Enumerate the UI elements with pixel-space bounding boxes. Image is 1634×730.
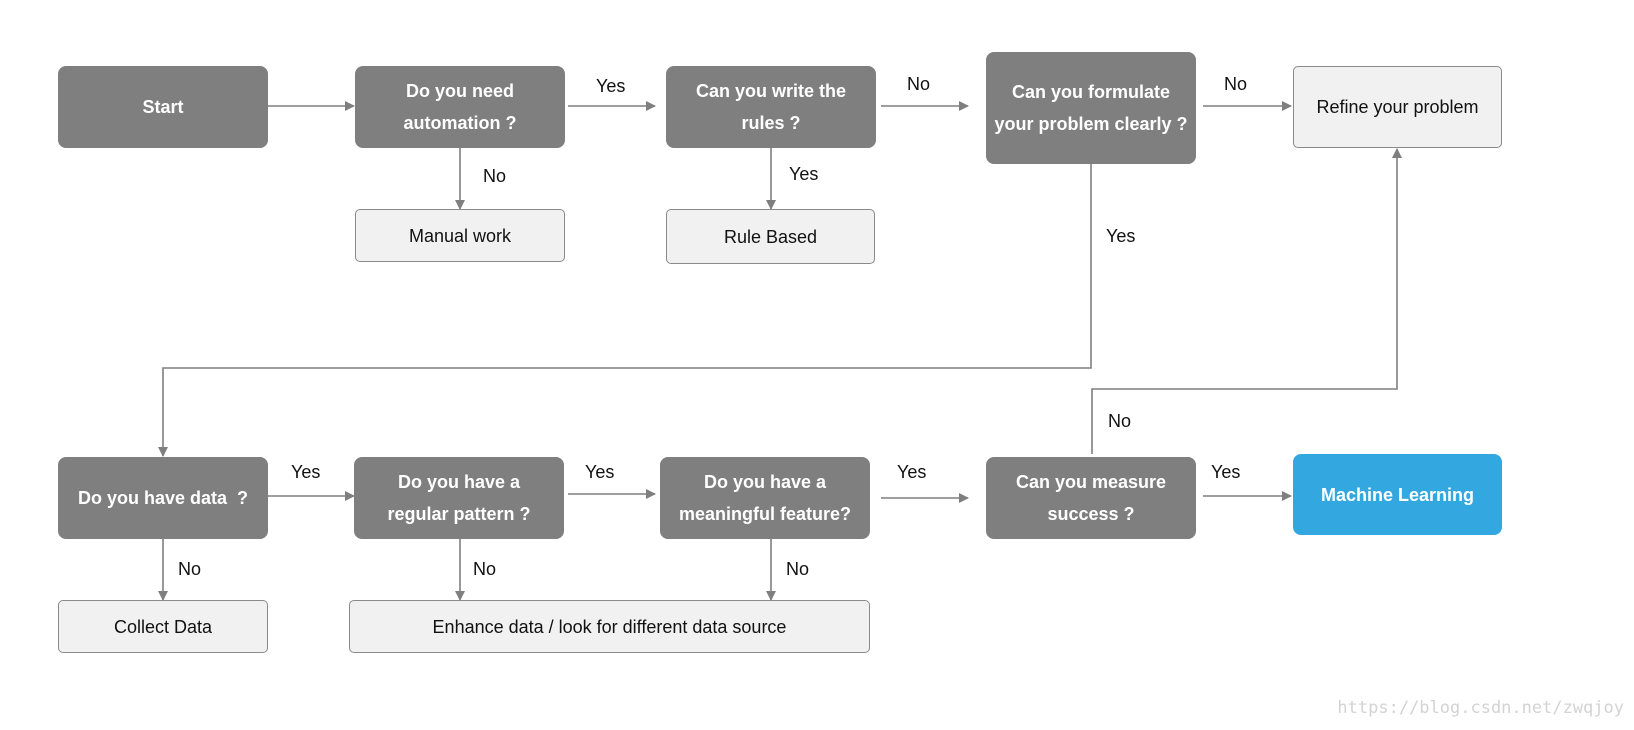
meaningful-feature-line-2: meaningful feature? [678, 504, 852, 524]
refine-problem-node: Refine your problem [1293, 66, 1502, 148]
formulate-problem-line-2: your problem clearly ? [994, 114, 1188, 134]
regular-pattern-node: Do you have a regular pattern ? [354, 457, 564, 539]
write-rules-line-1: Can you write the [695, 81, 847, 101]
measure-success-line-1: Can you measure [1015, 472, 1167, 492]
have-data-no-label: No [178, 559, 202, 579]
have-data-yes-label: Yes [291, 462, 321, 482]
automation-yes-label: Yes [596, 76, 626, 96]
feature-no-label: No [786, 559, 810, 579]
formulate-problem-node: Can you formulate your problem clearly ? [986, 52, 1196, 164]
machine-learning-label: Machine Learning [1320, 484, 1475, 505]
manual-work-label: Manual work [408, 225, 512, 246]
have-data-label: Do you have data ? [77, 488, 249, 508]
measure-yes-label: Yes [1211, 462, 1241, 482]
start-node: Start [58, 66, 268, 148]
refine-problem-label: Refine your problem [1316, 97, 1479, 117]
start-label: Start [142, 97, 184, 117]
write-rules-line-2: rules ? [741, 113, 801, 133]
pattern-no-label: No [473, 559, 497, 579]
need-automation-node: Do you need automation ? [355, 66, 565, 148]
regular-pattern-line-1: Do you have a [397, 472, 521, 492]
measure-success-node: Can you measure success ? [986, 457, 1196, 539]
measure-success-line-2: success ? [1047, 504, 1135, 524]
regular-pattern-line-2: regular pattern ? [387, 504, 531, 524]
write-rules-node: Can you write the rules ? [666, 66, 876, 148]
need-automation-line-1: Do you need [405, 81, 514, 101]
rules-no-label: No [907, 74, 931, 94]
formulate-no-label: No [1224, 74, 1248, 94]
rule-based-label: Rule Based [723, 226, 818, 247]
manual-work-node: Manual work [355, 209, 565, 262]
watermark-text: https://blog.csdn.net/zwqjoy [1337, 698, 1624, 718]
edge-measure-no [1091, 148, 1402, 454]
collect-data-node: Collect Data [58, 600, 268, 653]
enhance-data-label: Enhance data / look for different data s… [432, 616, 787, 637]
need-automation-line-2: automation ? [403, 113, 517, 133]
rules-yes-label: Yes [789, 164, 819, 184]
enhance-data-node: Enhance data / look for different data s… [349, 600, 870, 653]
automation-no-label: No [483, 166, 507, 186]
formulate-problem-line-1: Can you formulate [1011, 82, 1171, 102]
meaningful-feature-node: Do you have a meaningful feature? [660, 457, 870, 539]
measure-no-label: No [1108, 411, 1132, 431]
pattern-yes-label: Yes [585, 462, 615, 482]
collect-data-label: Collect Data [113, 616, 213, 637]
formulate-yes-label: Yes [1106, 226, 1136, 246]
have-data-node: Do you have data ? [58, 457, 268, 539]
rule-based-node: Rule Based [666, 209, 875, 264]
edge-formulate-yes [158, 164, 1092, 457]
feature-yes-label: Yes [897, 462, 927, 482]
machine-learning-node: Machine Learning [1293, 454, 1502, 535]
meaningful-feature-line-1: Do you have a [703, 472, 827, 492]
